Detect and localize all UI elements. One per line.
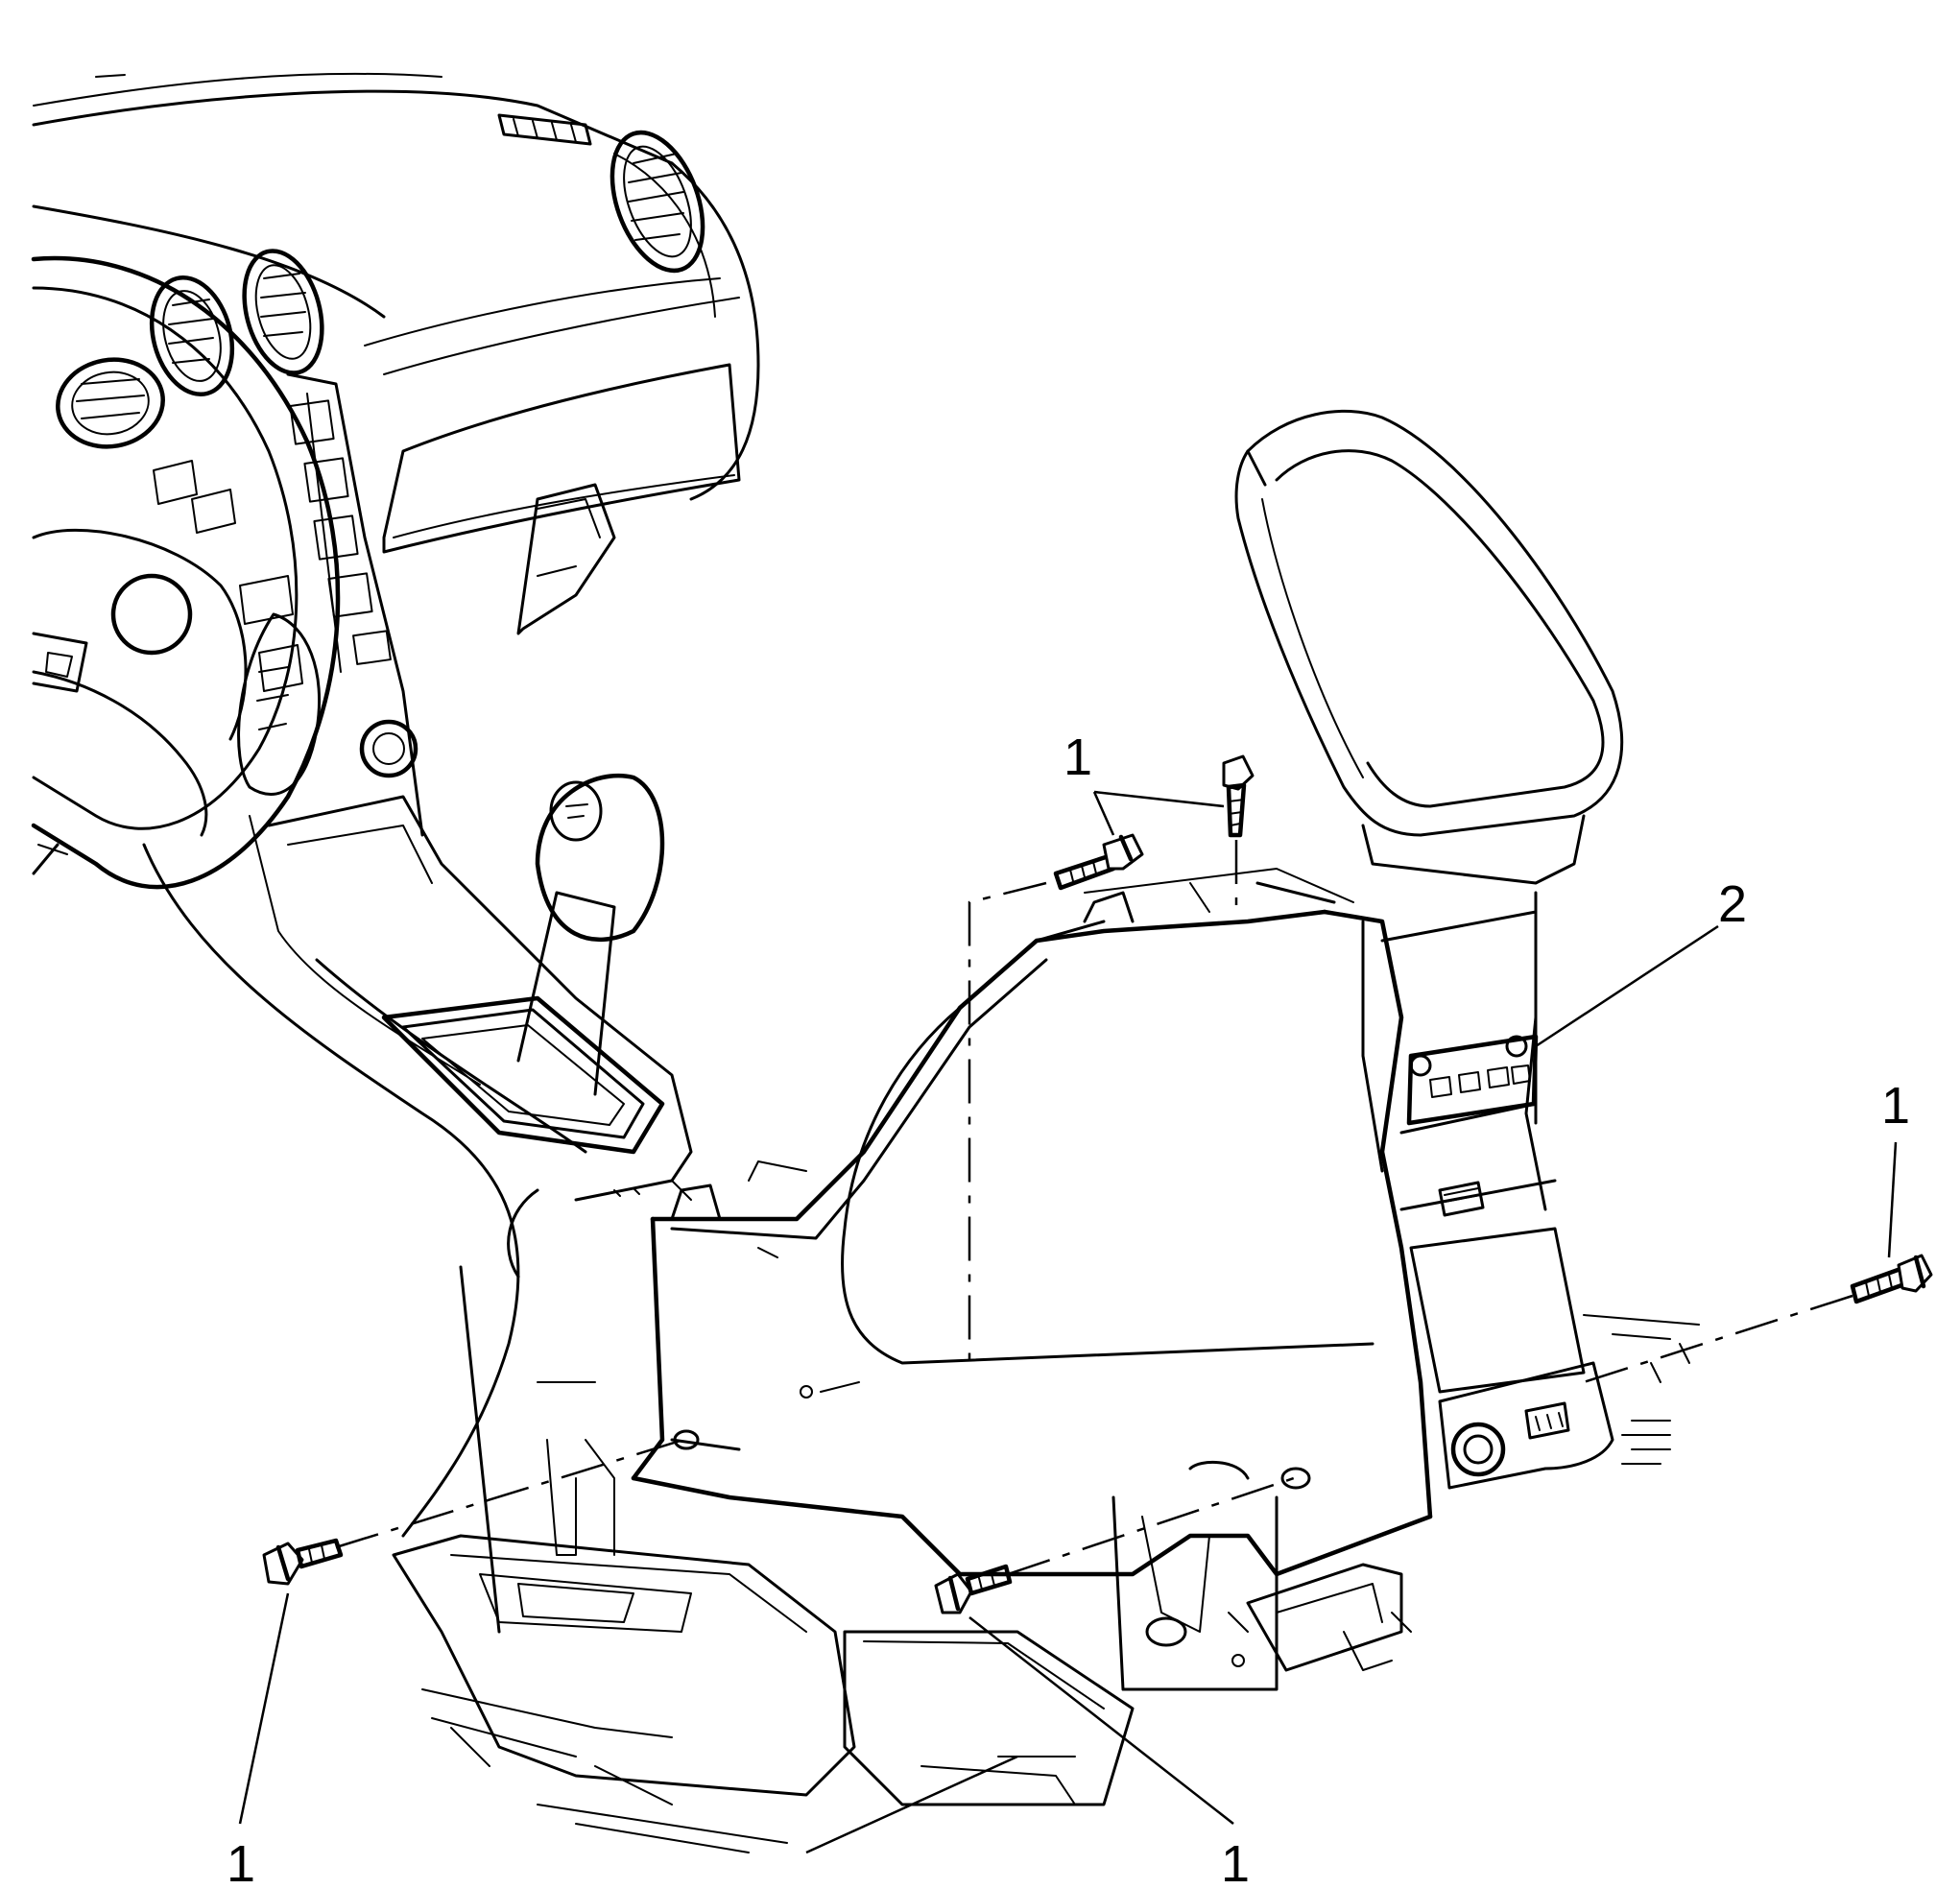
- front-console: [142, 773, 693, 1634]
- floor: [392, 1314, 1700, 1854]
- mount-hole-right: [1280, 1467, 1311, 1490]
- callout-1-lower-left: 1: [227, 1835, 255, 1889]
- fastener-lower-center: [934, 1564, 1013, 1614]
- fastener-top-left: [1053, 833, 1144, 891]
- vent-left: [56, 357, 165, 449]
- callout-1-top: 1: [1064, 729, 1092, 786]
- fastener-right: [1850, 1254, 1933, 1304]
- callout-2-console: 2: [1718, 875, 1747, 933]
- install-centerlines: [335, 840, 1853, 1576]
- fastener-top-right: [1222, 754, 1255, 838]
- instrument-panel: [32, 72, 760, 837]
- mount-hole-left: [673, 1429, 700, 1450]
- vent-center-left: [242, 249, 324, 375]
- callout-1-right: 1: [1881, 1077, 1910, 1135]
- vent-right: [610, 130, 705, 274]
- steering-wheel: [31, 255, 341, 890]
- fastener-lower-left: [262, 1538, 344, 1586]
- callout-1-lower-center: 1: [1221, 1835, 1250, 1889]
- leader-lines: [238, 790, 1898, 1825]
- rear-console: [631, 409, 1624, 1577]
